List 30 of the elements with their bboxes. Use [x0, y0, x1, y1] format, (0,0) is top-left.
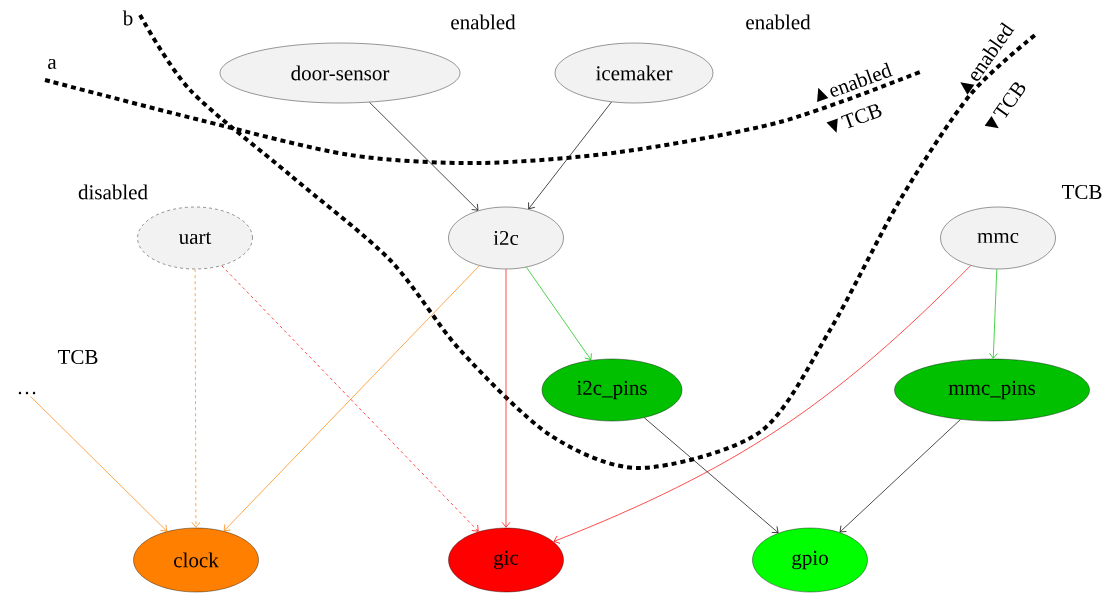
ellipse-node: clock: [133, 527, 259, 593]
ellipse-node: uart: [137, 206, 253, 270]
curve-label: a: [48, 59, 57, 70]
ellipse-node: i2c_pins: [541, 358, 683, 422]
arrow: [839, 419, 961, 533]
status-label: enabled: [746, 14, 811, 30]
arrow: [528, 101, 612, 210]
curve-label: TCB: [840, 104, 882, 129]
status-label: disabled: [78, 184, 148, 200]
ellipse-node: gic: [448, 527, 564, 593]
arrow: [501, 268, 511, 528]
node-text: …: [18, 391, 36, 395]
arrow: [553, 265, 972, 544]
status-label: TCB: [1061, 184, 1102, 200]
ellipse-node: icemaker: [554, 42, 714, 104]
arrow: [30, 396, 168, 532]
arrow: [369, 101, 479, 211]
curve-label: enabled: [830, 62, 893, 97]
ellipse-node: i2c: [448, 206, 564, 270]
ellipse-node: door-sensor: [219, 42, 461, 104]
status-label: enabled: [451, 14, 516, 30]
arrow: [191, 268, 201, 528]
ellipse-node: mmc: [940, 206, 1056, 270]
curve-label: b: [122, 10, 133, 26]
arrow: [989, 268, 998, 359]
ellipse-node: mmc_pins: [894, 358, 1090, 422]
arrow: [526, 266, 592, 361]
ellipse-node: gpio: [752, 527, 868, 593]
arrow: [643, 417, 779, 533]
status-label: TCB: [57, 349, 98, 365]
